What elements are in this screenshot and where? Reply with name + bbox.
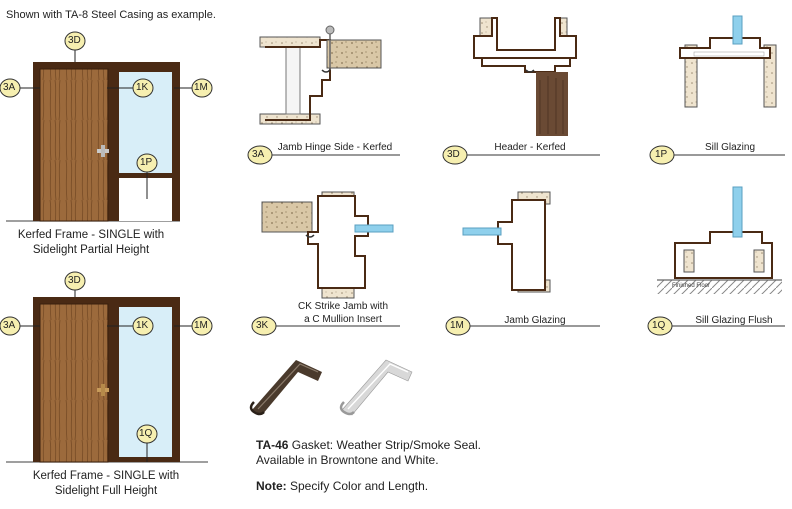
note-text: Specify Color and Length. — [286, 479, 429, 493]
caption-3d: Header - Kerfed — [494, 142, 566, 153]
marker-1m-bottom: 1M — [194, 320, 208, 331]
door-leaf-bottom — [39, 303, 109, 463]
detail-3k-drawing — [261, 191, 400, 327]
glass-pane-1m — [462, 227, 502, 236]
caption-1q: Sill Glazing Flush — [695, 315, 773, 326]
marker-1m-detail: 1M — [450, 320, 464, 331]
intro-text: Shown with TA-8 Steel Casing as example. — [6, 9, 216, 21]
gasket-description-2: Available in Browntone and White. — [256, 453, 439, 467]
marker-1q-detail: 1Q — [652, 320, 666, 331]
marker-1k-bottom: 1K — [136, 320, 149, 331]
markers — [0, 31, 675, 444]
detail-1q-drawing — [657, 186, 785, 327]
marker-3a-bottom: 3A — [3, 320, 16, 331]
elevation-full-height — [6, 288, 208, 463]
caption-partial-line1: Kerfed Frame - SINGLE with — [17, 229, 165, 241]
glass-pane-1p — [732, 15, 743, 45]
caption-partial-height: Kerfed Frame - SINGLE with Sidelight Par… — [6, 228, 176, 258]
note-label: Note: — [256, 479, 287, 493]
gasket-browntone-image — [249, 360, 322, 416]
elevation-partial-height — [6, 43, 195, 222]
caption-full-height: Kerfed Frame - SINGLE with Sidelight Ful… — [6, 469, 206, 499]
marker-1p: 1P — [140, 157, 153, 168]
marker-1p-detail: 1P — [655, 149, 668, 160]
gasket-note: Note: Specify Color and Length. — [256, 479, 428, 493]
mullion-glass-3k — [354, 224, 394, 233]
marker-3k-detail: 3K — [256, 320, 269, 331]
caption-3a: Jamb Hinge Side - Kerfed — [277, 142, 393, 153]
gasket-description: TA-46 Gasket: Weather Strip/Smoke Seal. … — [256, 438, 481, 468]
floor-hatch-1q — [657, 280, 782, 294]
caption-3k: CK Strike Jamb with a C Mullion Insert — [278, 300, 408, 326]
marker-3a-top: 3A — [3, 82, 16, 93]
detail-3a-drawing — [259, 25, 400, 156]
gasket-description-1: Gasket: Weather Strip/Smoke Seal. — [288, 438, 481, 452]
marker-1k-top: 1K — [136, 82, 149, 93]
wall-stud-3a — [326, 39, 382, 69]
marker-1q-elevation: 1Q — [139, 428, 153, 439]
caption-partial-line2: Sidelight Partial Height — [32, 244, 150, 256]
caption-full-line1: Kerfed Frame - SINGLE with — [32, 470, 180, 482]
gasket-white-image — [339, 359, 413, 416]
caption-3k-line1: CK Strike Jamb with — [297, 301, 389, 312]
caption-1p: Sill Glazing — [704, 142, 756, 153]
gasket-name: TA-46 — [256, 438, 289, 452]
door-leaf-top — [39, 68, 109, 222]
marker-1m-top: 1M — [194, 82, 208, 93]
caption-3k-line2: a C Mullion Insert — [304, 314, 382, 325]
detail-3d-drawing — [460, 17, 600, 156]
marker-3d-bottom: 3D — [68, 275, 81, 286]
marker-3d-detail: 3D — [447, 149, 460, 160]
marker-3d-top: 3D — [68, 35, 81, 46]
marker-3a-detail: 3A — [252, 149, 265, 160]
finished-floor-label: Finished Floor — [672, 283, 711, 289]
detail-1m-drawing — [460, 191, 600, 327]
detail-1p-drawing — [664, 15, 785, 156]
caption-1m: Jamb Glazing — [504, 315, 566, 326]
caption-full-line2: Sidelight Full Height — [54, 485, 158, 497]
glass-pane-1q — [732, 186, 743, 238]
